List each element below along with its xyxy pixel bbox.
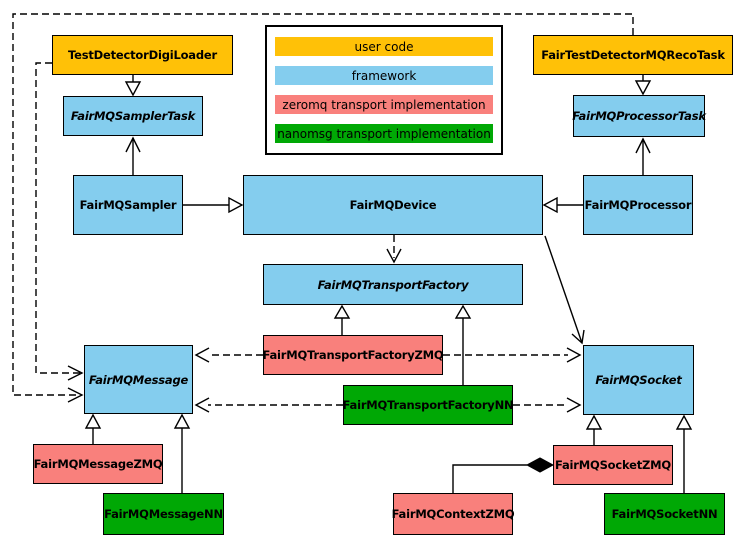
edge-generalization-factoryzmq-transportfactory [333, 304, 351, 335]
node-fairmqmessage: FairMQMessage [84, 345, 193, 414]
edge-generalization-messagenn-message [173, 413, 191, 493]
node-fairmqsamplertask: FairMQSamplerTask [63, 96, 203, 136]
legend-item-zeromq: zeromq transport implementation [275, 95, 493, 114]
node-fairtestdetectormqrecotask: FairTestDetectorMQRecoTask [533, 35, 733, 75]
node-fairmqmessagezmq: FairMQMessageZMQ [33, 444, 163, 484]
edge-dependency-factoryzmq-socket [443, 347, 582, 363]
edge-generalization-factorynn-transportfactory [454, 304, 472, 385]
edge-association-processor-processortask [635, 137, 651, 175]
edge-association-sampler-samplertask [125, 136, 141, 175]
legend-label: nanomsg transport implementation [277, 126, 491, 141]
edge-composition-socketzmq-contextzmq [452, 457, 555, 493]
node-label: FairMQMessageNN [104, 507, 223, 521]
node-fairmqprocessor: FairMQProcessor [583, 175, 693, 235]
edge-association-device-socket [544, 235, 585, 345]
node-label: FairMQDevice [349, 198, 437, 212]
edge-dependency-factorynn-message [194, 397, 343, 413]
legend-item-nanomsg: nanomsg transport implementation [275, 124, 493, 143]
edge-dependency-factorynn-socket [513, 397, 582, 413]
edge-generalization-socketzmq-socket [585, 414, 603, 445]
node-fairmqdevice: FairMQDevice [243, 175, 543, 235]
node-fairmqtransportfactoryzmq: FairMQTransportFactoryZMQ [262, 335, 444, 375]
node-label: FairMQProcessor [584, 198, 692, 212]
node-label: FairMQSocket [595, 373, 682, 387]
edge-dependency-recotask-message [12, 13, 634, 403]
node-label: FairMQTransportFactoryNN [342, 398, 514, 412]
node-fairmqsampler: FairMQSampler [73, 175, 183, 235]
node-label: FairMQContextZMQ [391, 507, 515, 521]
node-fairmqtransportfactorynn: FairMQTransportFactoryNN [342, 385, 514, 425]
edge-dependency-digiloader-message [35, 62, 84, 381]
edge-generalization-recotask-processortask [634, 75, 652, 96]
edge-generalization-digiloader-samplertask [124, 75, 142, 97]
node-label: FairMQSocketNN [611, 507, 718, 521]
edge-generalization-messagezmq-message [84, 413, 102, 444]
legend-item-framework: framework [275, 66, 493, 85]
edge-dependency-device-transportfactory [386, 235, 402, 264]
node-label: FairMQMessage [88, 372, 189, 387]
edge-generalization-socketnn-socket [675, 414, 693, 493]
legend-label: user code [354, 39, 414, 54]
node-fairmqtransportfactory: FairMQTransportFactory [263, 264, 523, 305]
node-fairmqsocketzmq: FairMQSocketZMQ [553, 445, 673, 485]
node-fairmqsocket: FairMQSocket [583, 345, 694, 415]
legend-label: framework [351, 68, 417, 83]
legend: user code framework zeromq transport imp… [265, 25, 503, 155]
node-testdetectordigiloader: TestDetectorDigiLoader [52, 35, 233, 75]
edge-generalization-processor-device [542, 196, 583, 214]
legend-item-user-code: user code [275, 37, 493, 56]
node-fairmqsocketnn: FairMQSocketNN [604, 493, 725, 535]
node-fairmqmessagenn: FairMQMessageNN [103, 493, 224, 535]
node-label: FairMQSampler [79, 198, 177, 212]
node-label: FairMQProcessorTask [572, 109, 706, 123]
edge-dependency-factoryzmq-message [194, 347, 263, 363]
node-fairmqcontextzmq: FairMQContextZMQ [391, 493, 515, 535]
node-label: TestDetectorDigiLoader [68, 48, 217, 62]
node-label: FairMQMessageZMQ [33, 457, 163, 471]
edge-generalization-sampler-device [183, 196, 244, 214]
node-label: FairMQSocketZMQ [555, 458, 671, 472]
legend-label: zeromq transport implementation [282, 97, 486, 112]
node-label: FairMQTransportFactory [317, 277, 469, 292]
node-label: FairMQTransportFactoryZMQ [262, 348, 444, 362]
node-label: FairMQSamplerTask [70, 109, 196, 123]
node-fairmqprocessortask: FairMQProcessorTask [572, 95, 706, 137]
node-label: FairTestDetectorMQRecoTask [541, 48, 725, 62]
